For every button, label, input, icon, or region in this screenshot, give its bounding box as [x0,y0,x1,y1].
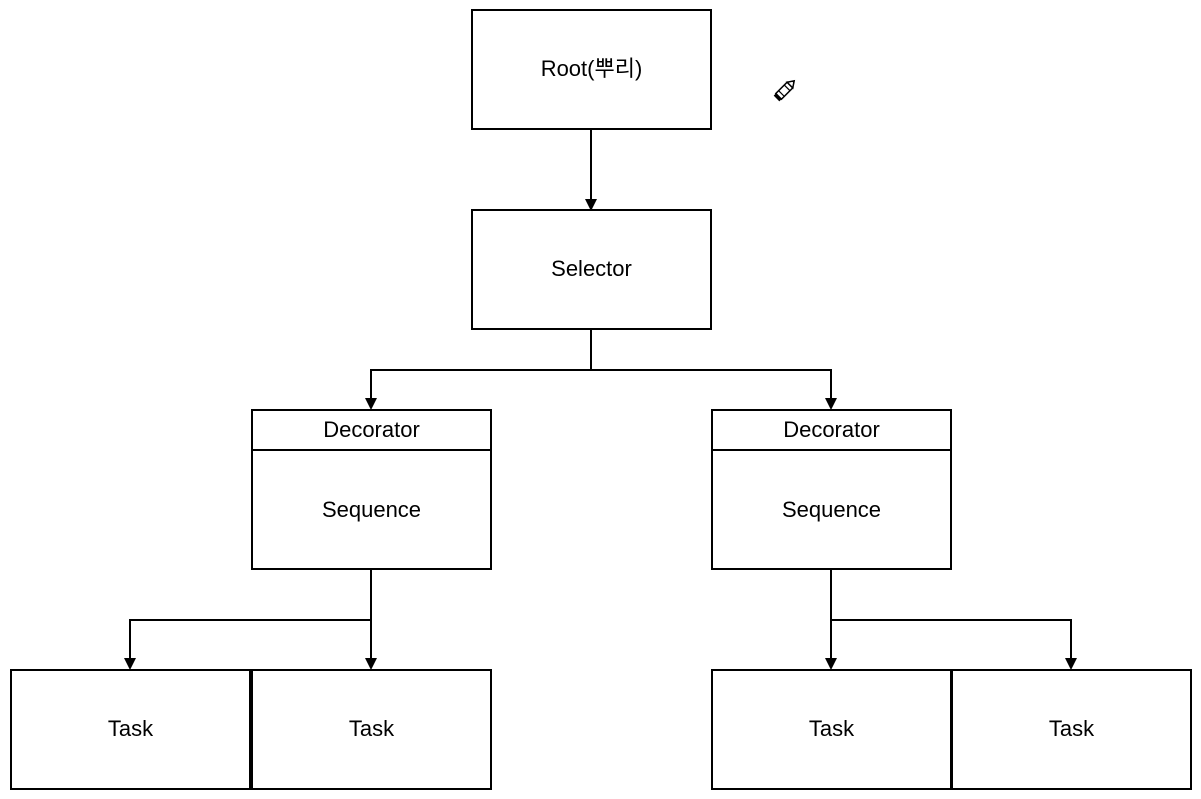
left-sequence-label: Sequence [321,496,422,522]
selector-branch-connector [365,330,592,410]
right-decorator-sequence-node[interactable]: Decorator Sequence [711,409,952,570]
right-sequence-label: Sequence [781,496,882,522]
task-node-1-label: Task [107,716,154,742]
selector-node[interactable]: Selector [471,209,712,330]
selector-node-label: Selector [551,256,632,282]
task-node-1[interactable]: Task [10,669,251,790]
task-node-4-label: Task [1048,716,1095,742]
root-node-label: Root(뿌리) [540,56,643,82]
task-node-2-label: Task [348,716,395,742]
root-node[interactable]: Root(뿌리) [471,9,712,130]
left-decorator-title: Decorator [253,411,490,451]
task-node-2[interactable]: Task [251,669,492,790]
right-sequence-to-right-task-connector [830,570,1077,670]
task-node-3[interactable]: Task [711,669,952,790]
task-node-4[interactable]: Task [951,669,1192,790]
right-decorator-title: Decorator [713,411,950,451]
pencil-icon[interactable] [770,75,800,105]
selector-right-branch-connector [591,369,837,410]
left-decorator-sequence-node[interactable]: Decorator Sequence [251,409,492,570]
left-sequence-to-left-task-connector [124,570,372,670]
task-node-3-label: Task [808,716,855,742]
